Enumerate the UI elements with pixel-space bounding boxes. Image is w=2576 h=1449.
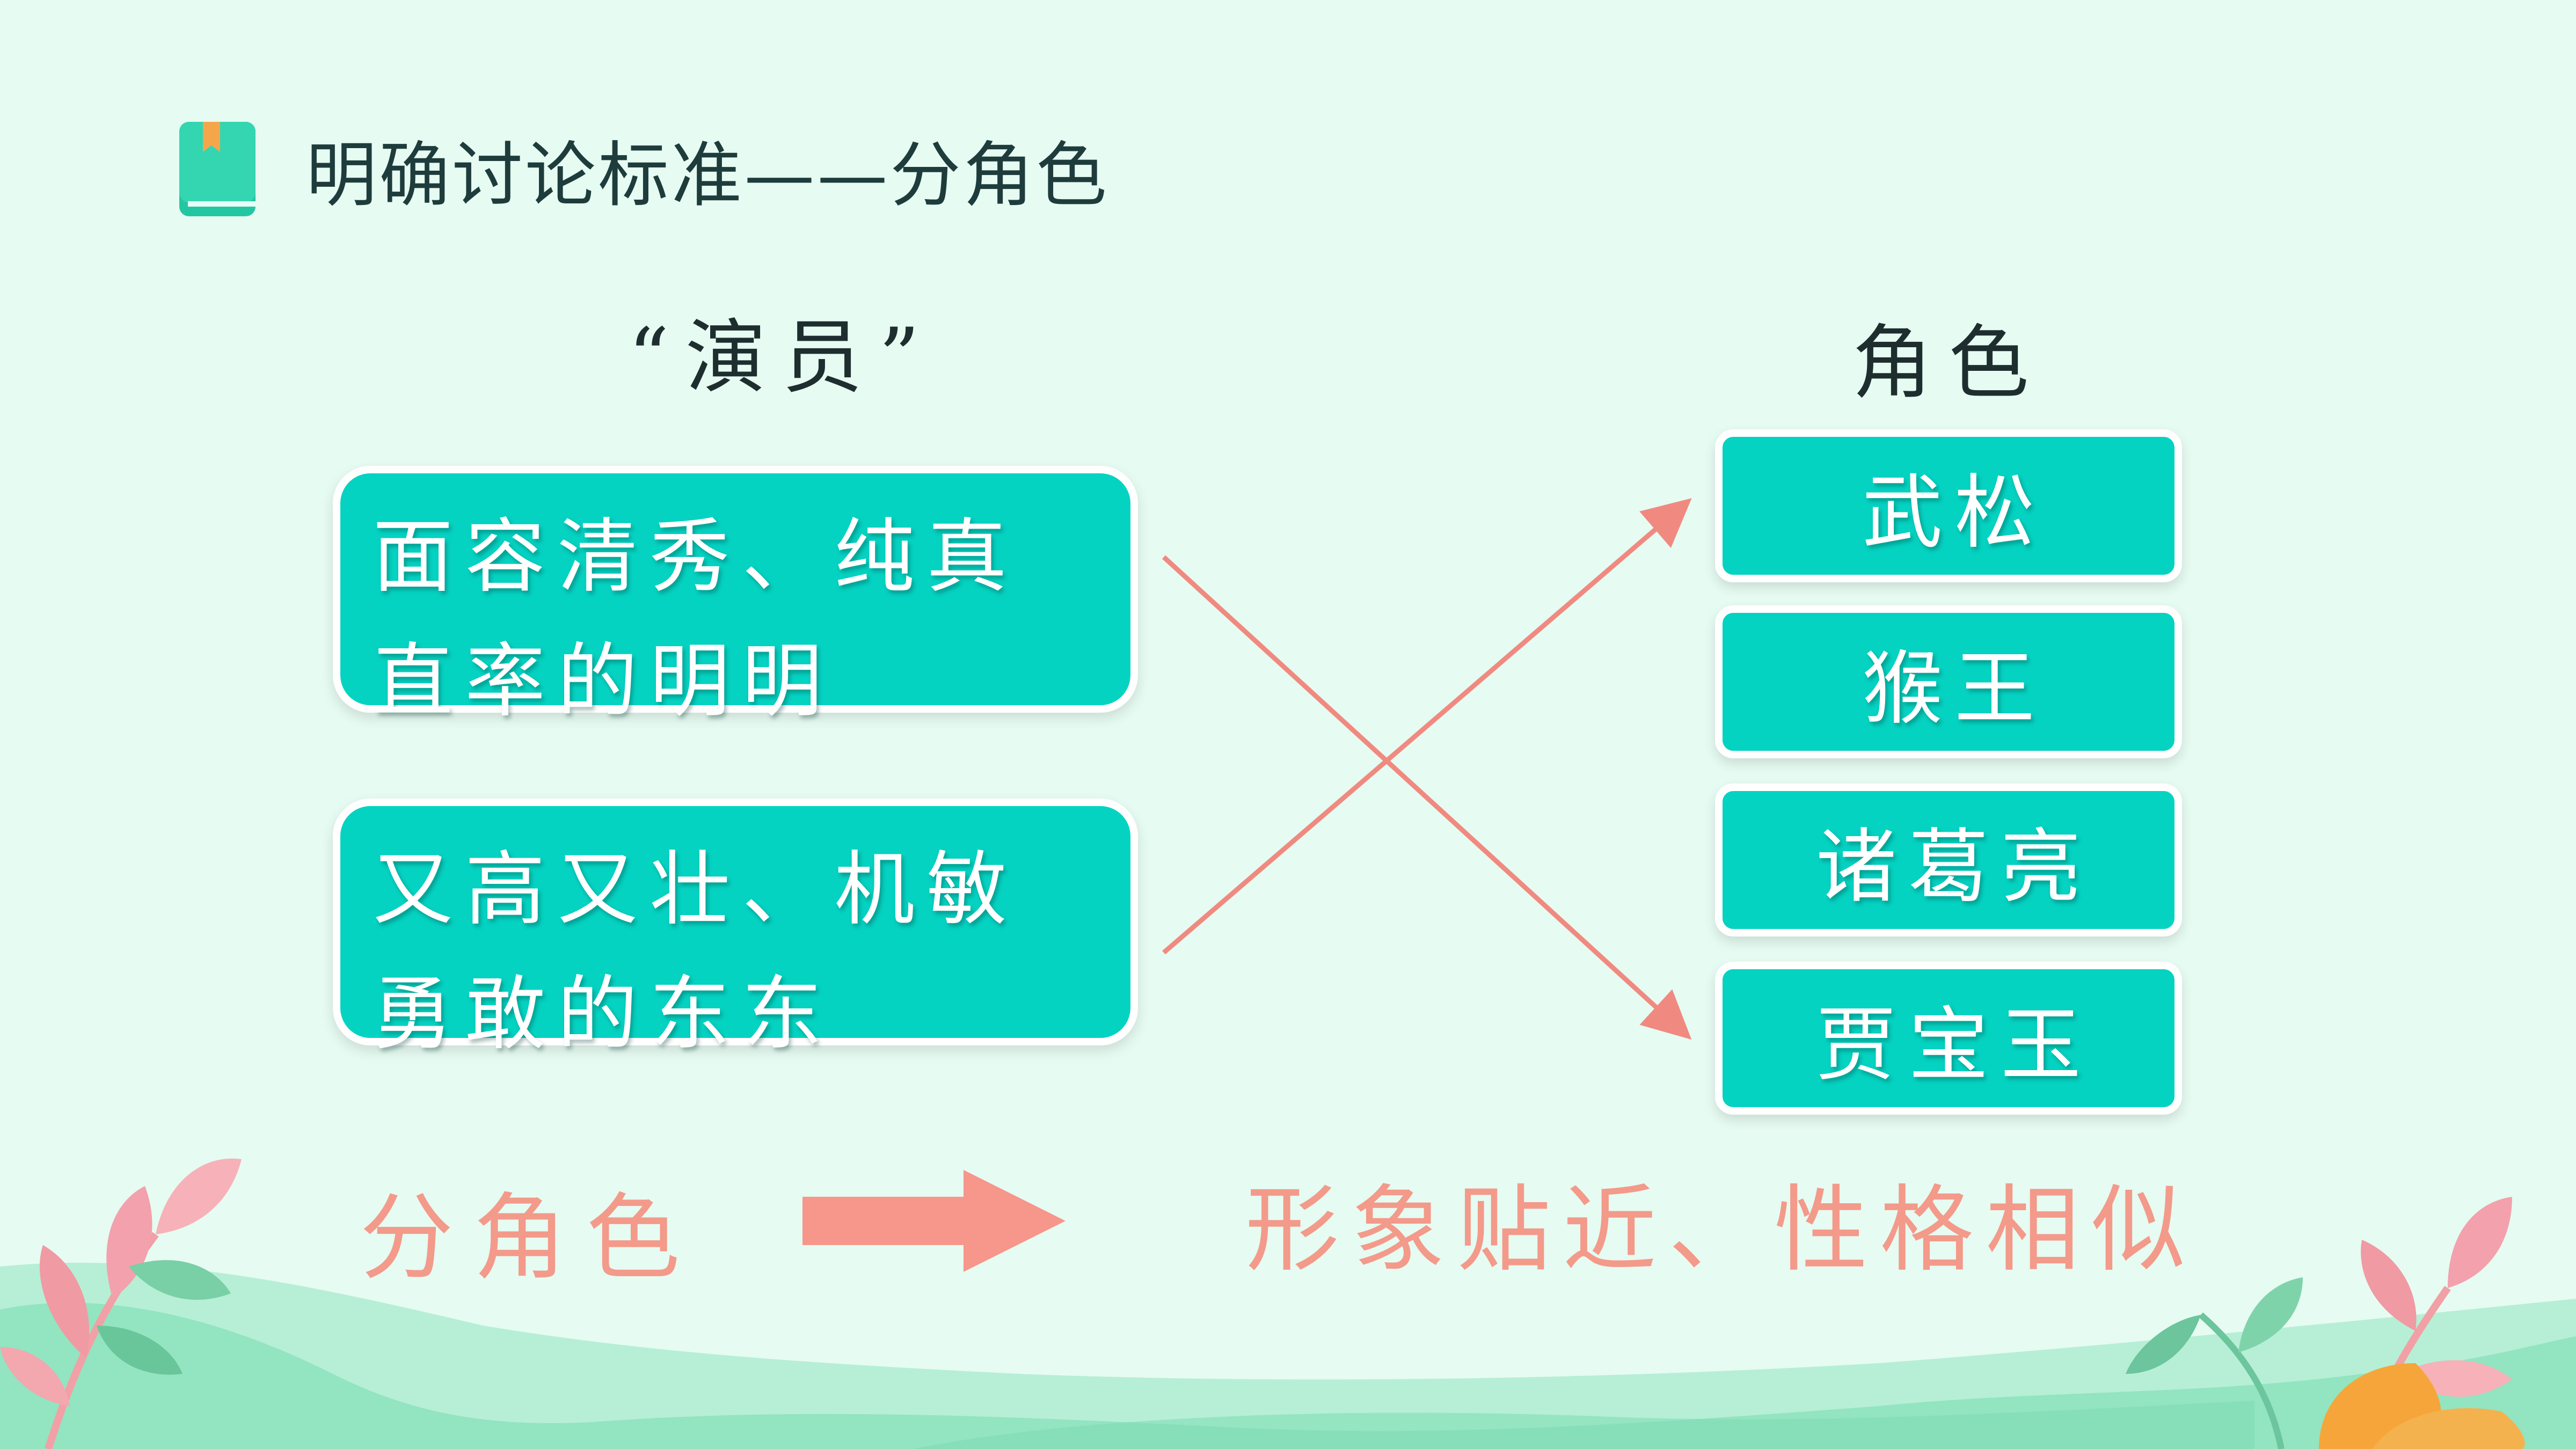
footer-right-text: 形象贴近、性格相似 xyxy=(1245,1176,2197,1285)
role-box-houwang: 猴王 xyxy=(1715,605,2182,758)
actor-box-mingming: 面容清秀、纯真 直率的明明 xyxy=(333,466,1138,728)
actor-line: 又高又壮、机敏 xyxy=(373,843,1019,936)
actor-line: 勇敢的东东 xyxy=(373,968,835,1061)
role-label: 武松 xyxy=(1862,466,2047,560)
actors-header: “演员” xyxy=(628,311,936,405)
footer-left-text: 分角色 xyxy=(360,1184,699,1293)
connector-arrow-mingming-to-jiabaoyu xyxy=(1162,555,1692,1040)
footer-arrow-icon xyxy=(802,1170,1066,1272)
left-plant xyxy=(0,1158,242,1449)
front-hill xyxy=(0,1302,2576,1449)
book-icon xyxy=(179,122,256,216)
role-label: 贾宝玉 xyxy=(1815,999,2093,1092)
role-label: 猴王 xyxy=(1862,642,2047,736)
roles-header: 角色 xyxy=(1852,317,2046,410)
actor-line: 直率的明明 xyxy=(373,635,835,728)
role-label: 诸葛亮 xyxy=(1815,821,2093,914)
role-box-zhugeliang: 诸葛亮 xyxy=(1715,784,2182,936)
role-box-jiabaoyu: 贾宝玉 xyxy=(1715,962,2182,1115)
right-plant xyxy=(2126,1197,2525,1449)
actor-box-dongdong: 又高又壮、机敏 勇敢的东东 xyxy=(333,799,1138,1061)
actor-line: 面容清秀、纯真 xyxy=(373,510,1019,604)
front-hill-highlight xyxy=(913,1401,2254,1449)
connector-arrow-dongdong-to-wusong xyxy=(1162,498,1692,955)
role-box-wusong: 武松 xyxy=(1715,429,2182,582)
title-bar: 明确讨论标准——分角色 xyxy=(177,118,1109,220)
page-title: 明确讨论标准——分角色 xyxy=(306,134,1109,217)
